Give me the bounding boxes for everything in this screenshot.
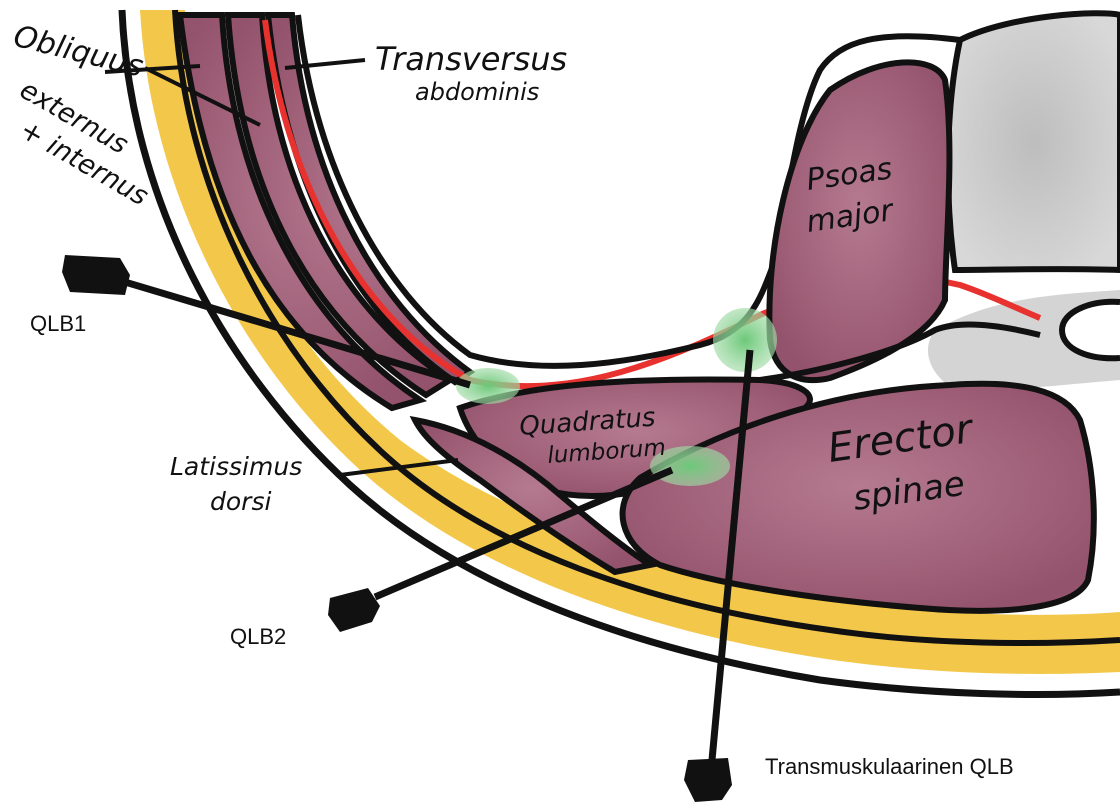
label-qlb2: QLB2 — [230, 624, 286, 649]
label-transversus-1: Transversus — [375, 40, 567, 78]
label-latissimus-1: Latissimus — [170, 452, 302, 481]
spinal-canal-outline — [1062, 302, 1120, 358]
label-transmuscular-qlb: Transmuskulaarinen QLB — [765, 754, 1014, 779]
label-qlb1: QLB1 — [30, 311, 86, 336]
label-transversus-2: abdominis — [415, 78, 539, 106]
vertebral-body — [948, 13, 1120, 270]
label-latissimus-2: dorsi — [210, 487, 271, 516]
injectate-transmuscular — [713, 308, 777, 372]
